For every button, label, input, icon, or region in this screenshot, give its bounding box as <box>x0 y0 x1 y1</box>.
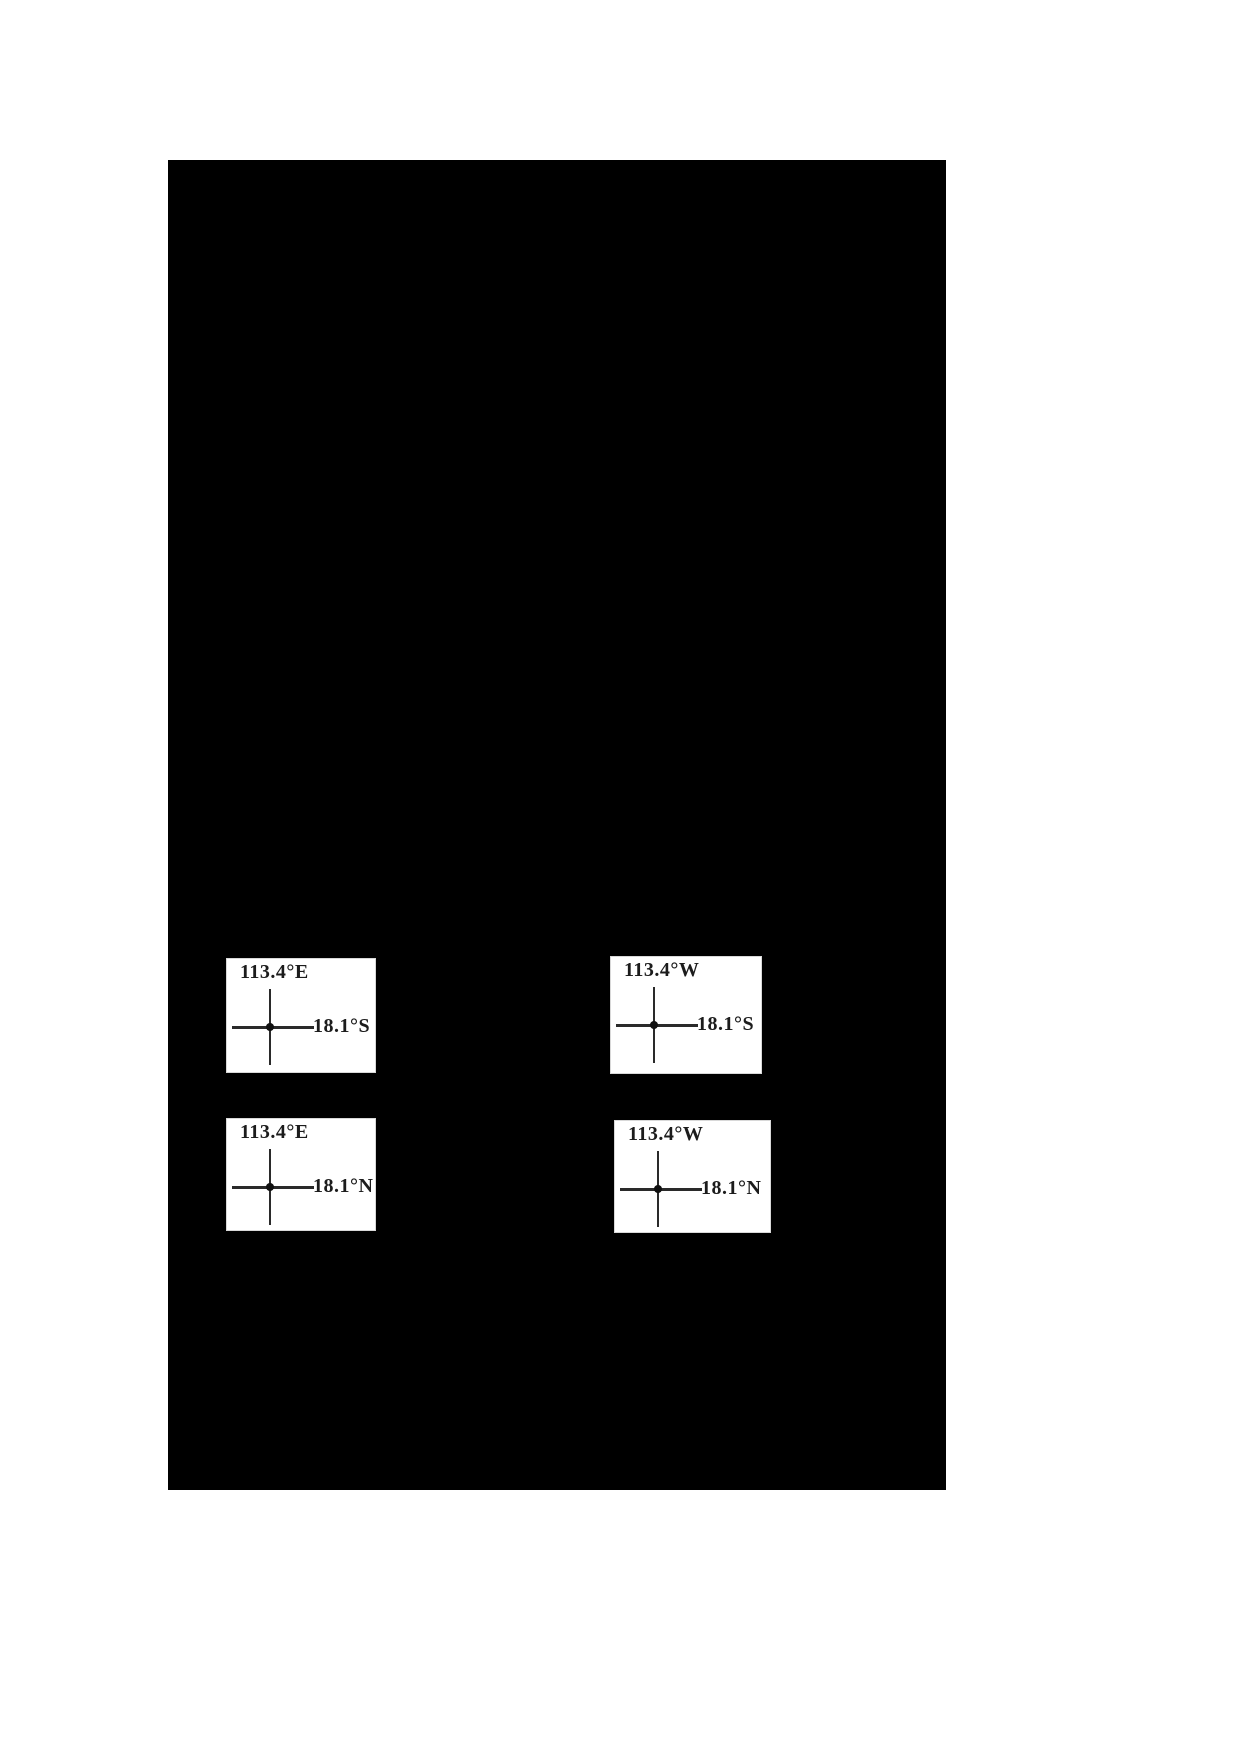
latitude-label: 18.1°N <box>313 1175 374 1197</box>
scanned-black-region: 113.4°E 18.1°S 113.4°W 18.1°S 113.4°E 18… <box>168 160 946 1490</box>
coordinate-diagram-top-left: 113.4°E 18.1°S <box>226 958 376 1073</box>
latitude-label: 18.1°S <box>313 1015 371 1037</box>
location-point <box>266 1023 274 1031</box>
location-point <box>650 1021 658 1029</box>
coordinate-diagram-bottom-left: 113.4°E 18.1°N <box>226 1118 376 1231</box>
coordinate-diagram-top-right: 113.4°W 18.1°S <box>610 956 762 1074</box>
location-point <box>654 1185 662 1193</box>
longitude-label: 113.4°E <box>240 961 309 983</box>
latitude-label: 18.1°S <box>697 1013 755 1035</box>
coordinate-diagram-bottom-right: 113.4°W 18.1°N <box>614 1120 771 1233</box>
location-point <box>266 1183 274 1191</box>
longitude-label: 113.4°W <box>628 1123 704 1145</box>
latitude-label: 18.1°N <box>701 1177 762 1199</box>
longitude-label: 113.4°E <box>240 1121 309 1143</box>
longitude-label: 113.4°W <box>624 959 700 981</box>
